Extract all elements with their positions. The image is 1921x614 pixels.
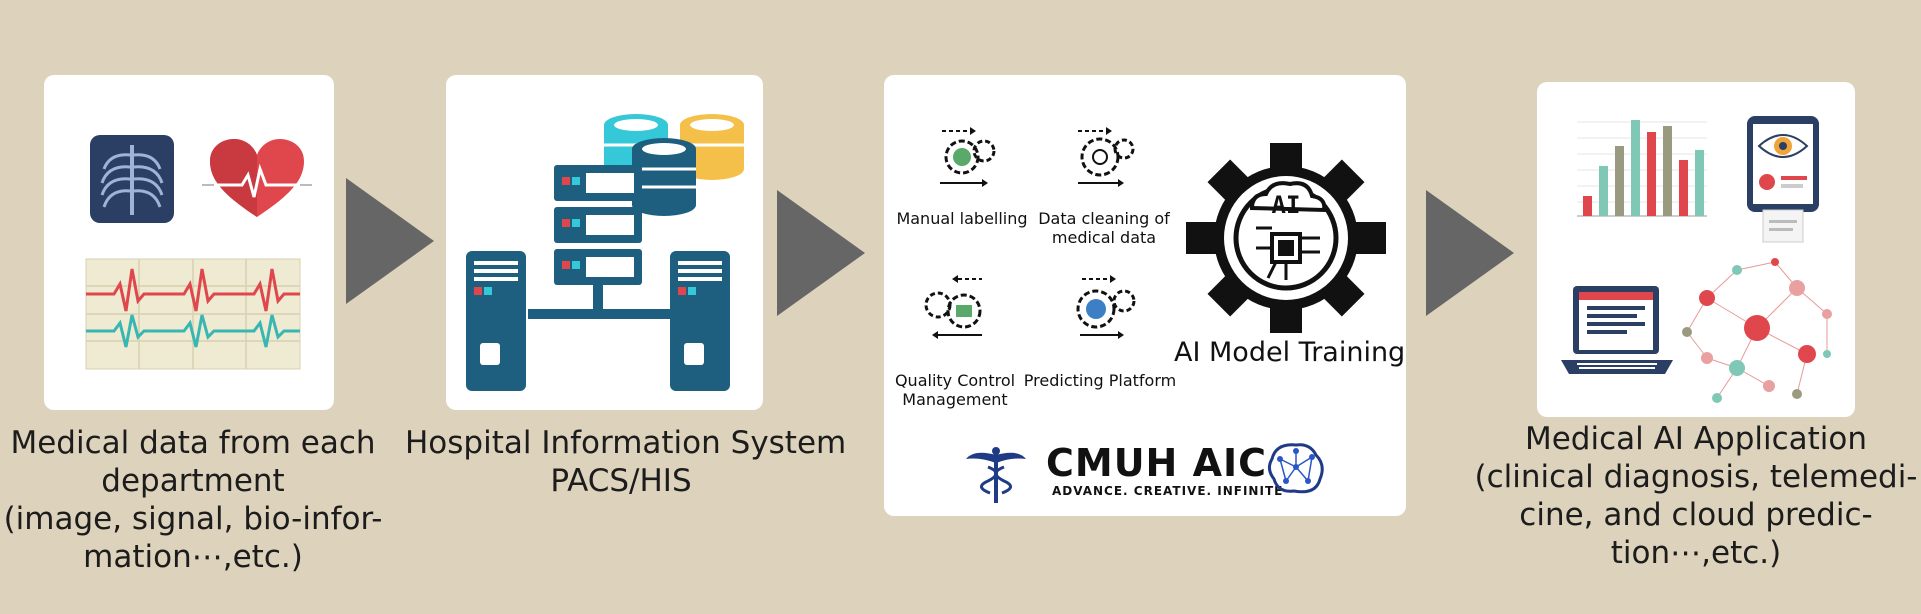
step4-caption: Medical AI Application (clinical diagnos…: [1474, 421, 1918, 571]
logo-tagline: ADVANCE. CREATIVE. INFINITE: [1052, 484, 1284, 498]
laptop-icon: [1561, 286, 1673, 374]
step1-card: [44, 75, 334, 410]
heart-icon: [202, 139, 312, 217]
item-quality-control: Quality Control Management: [894, 371, 1016, 409]
eye-scan-phone-icon: [1747, 116, 1819, 243]
logo-title: CMUH AIC: [1046, 441, 1268, 485]
server-database-icon: [466, 114, 744, 391]
item-manual-labelling: Manual labelling: [896, 209, 1028, 228]
quality-control-icon: [924, 275, 982, 339]
chest-xray-icon: [90, 135, 174, 223]
step1-caption: Medical data from each department (image…: [3, 425, 383, 575]
flow-arrow-3: [1426, 190, 1514, 316]
manual-labelling-icon: [940, 127, 996, 187]
gear-ai-text: AI: [1271, 191, 1301, 219]
flow-arrow-1: [346, 178, 434, 304]
caduceus-icon: [966, 447, 1026, 503]
ai-gear-icon: [1186, 143, 1386, 333]
bar-chart-icon: [1577, 120, 1707, 217]
flow-arrow-2: [777, 190, 865, 316]
step2-card: [446, 75, 763, 410]
data-cleaning-icon: [1078, 127, 1135, 187]
step4-card: [1537, 82, 1855, 417]
ai-model-training-label: AI Model Training: [1174, 337, 1406, 368]
brain-network-icon: [1267, 443, 1324, 494]
step3-card: Manual labelling Data cleaning of medica…: [884, 75, 1406, 516]
predicting-platform-icon: [1076, 275, 1136, 339]
item-data-cleaning: Data cleaning of medical data: [1038, 209, 1170, 247]
ecg-chart-icon: [85, 258, 301, 370]
step2-caption: Hospital Information System PACS/HIS: [405, 425, 847, 499]
item-predicting-platform: Predicting Platform: [1023, 371, 1177, 390]
network-graph-icon: [1682, 258, 1832, 403]
